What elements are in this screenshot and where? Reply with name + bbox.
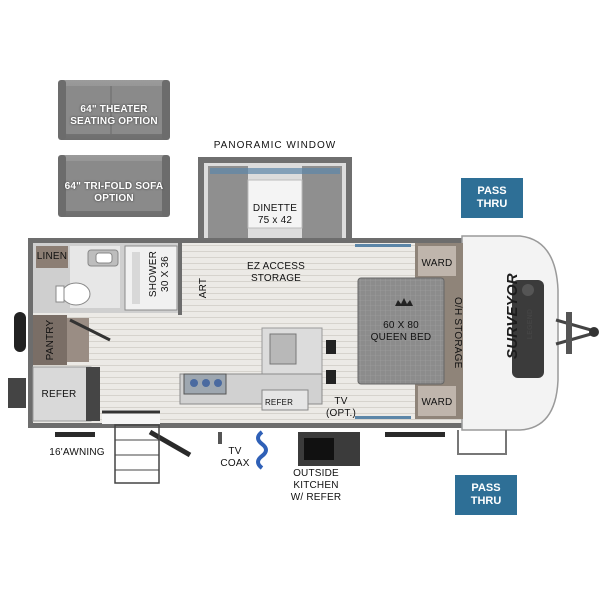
toilet-icon	[55, 282, 91, 306]
ward-bottom-label: WARD	[421, 397, 453, 408]
art-label: ART	[198, 277, 209, 299]
oh-storage-label: O/H STORAGE	[452, 297, 463, 369]
theater-seating-option	[58, 80, 170, 140]
queen-bed-label: 60 X 80 QUEEN BED	[370, 320, 432, 343]
panoramic-window-label: PANORAMIC WINDOW	[213, 140, 337, 151]
rear-bumper	[8, 312, 26, 408]
pass-thru-bottom-badge: PASS THRU	[455, 475, 517, 515]
hitch-icon	[555, 312, 599, 354]
brand-sub-logo: LEGEND	[527, 308, 534, 340]
refer-label: REFER	[41, 389, 77, 400]
tv-coax-label: TV COAX	[220, 446, 250, 469]
shower-label: SHOWER 30 X 36	[148, 250, 171, 298]
entry-steps-icon	[114, 424, 160, 484]
dinette-label: DINETTE 75 x 42	[252, 203, 298, 226]
tv-coax-port	[218, 432, 222, 444]
brand-logo: SURVEYOR	[504, 273, 521, 359]
pass-thru-top-badge: PASS THRU	[461, 178, 523, 218]
pantry-area	[33, 315, 111, 365]
tv-opt-label: TV (OPT.)	[325, 396, 357, 419]
linen-label: LINEN	[36, 251, 68, 262]
ez-access-storage-label: EZ ACCESS STORAGE	[247, 261, 305, 284]
dinette-slideout	[198, 157, 352, 249]
refer-area	[32, 366, 100, 422]
pantry-label: PANTRY	[45, 319, 56, 361]
awning	[55, 429, 445, 458]
tri-fold-sofa-label: 64" TRI-FOLD SOFA OPTION	[64, 181, 164, 204]
tri-fold-sofa-option	[58, 155, 170, 217]
front-cap	[461, 235, 559, 431]
stove-icon	[183, 373, 227, 395]
outside-kitchen-label: OUTSIDE KITCHEN W/ REFER	[290, 468, 342, 503]
pass-thru-bottom-outline	[457, 430, 507, 455]
bedroom-window-bottom	[355, 416, 411, 419]
theater-seating-label: 64" THEATER SEATING OPTION	[70, 104, 158, 127]
entry-door	[102, 410, 160, 424]
bedroom-window-top	[355, 244, 411, 247]
crown-icon	[395, 298, 413, 306]
refer-small-label: REFER	[264, 398, 294, 407]
sink-icon	[95, 252, 113, 264]
bedroom	[357, 243, 463, 419]
awning-label: 16'AWNING	[49, 447, 105, 458]
ward-top-label: WARD	[421, 258, 453, 269]
hose-icon	[256, 430, 268, 470]
outside-kitchen	[298, 432, 360, 466]
